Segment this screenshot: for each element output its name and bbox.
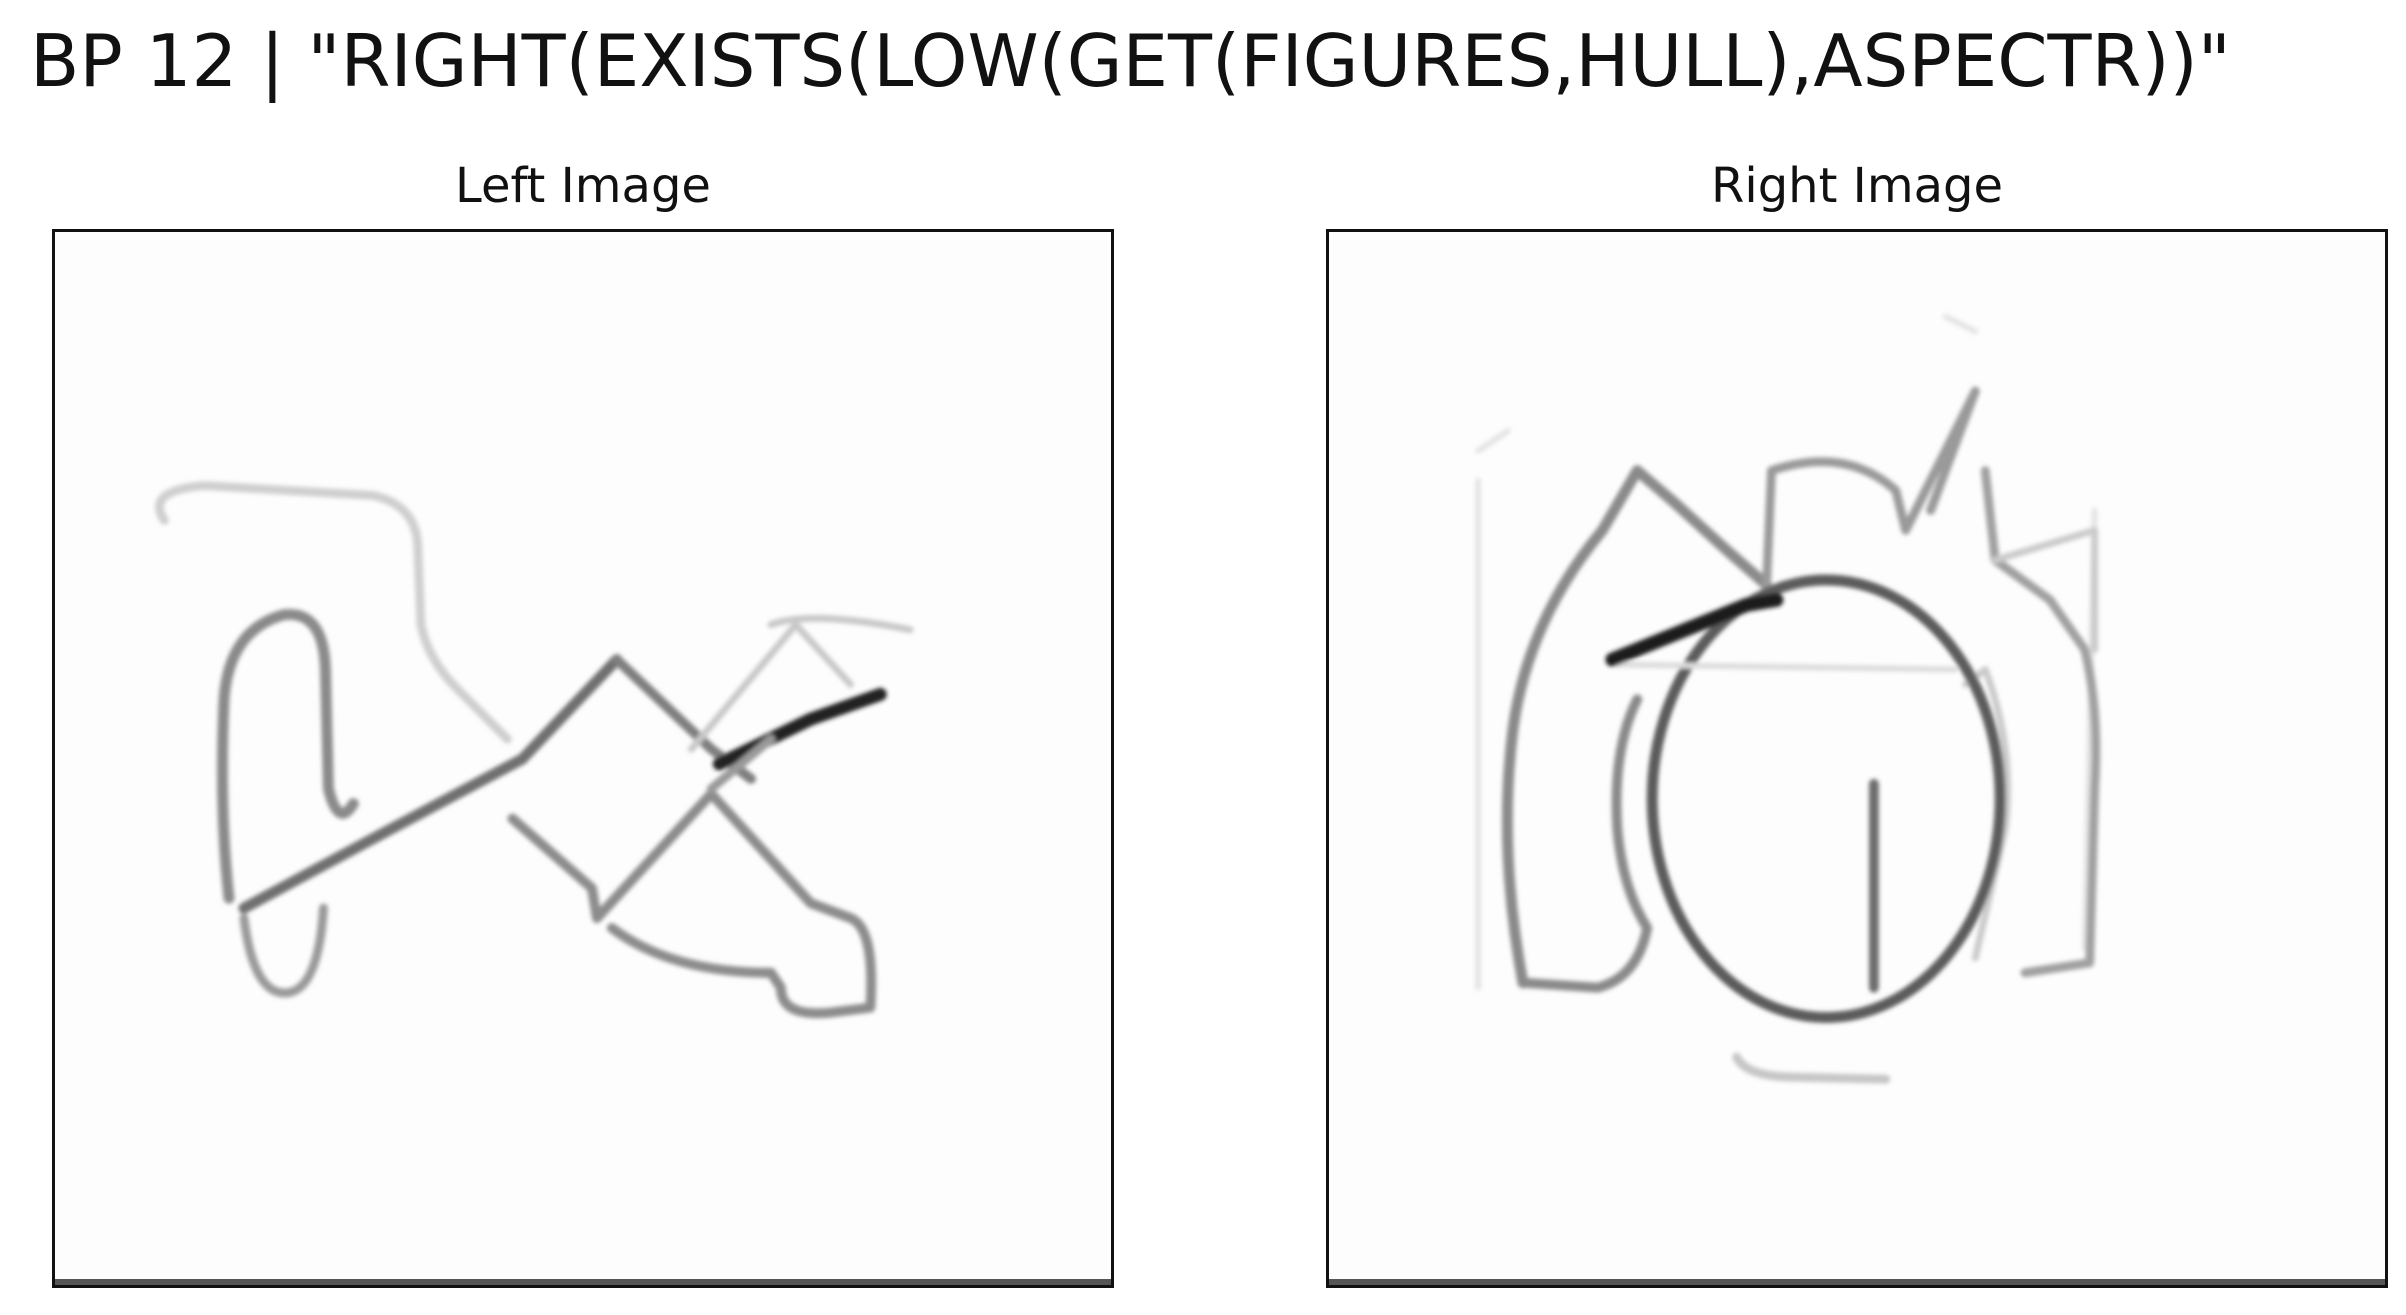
- dark-tip-stroke: [712, 687, 887, 771]
- faint-triangle-stroke: [687, 614, 914, 753]
- left-loop-lower-stroke: [239, 903, 328, 998]
- faint-upper-hook-stroke: [155, 481, 512, 744]
- crown-notch-stroke: [1762, 386, 1980, 590]
- figure-title: BP 12 | "RIGHT(EXISTS(LOW(GET(FIGURES,HU…: [30, 19, 2231, 103]
- left-arch-stroke: [1501, 465, 1772, 989]
- right-arch-inner-stroke: [1961, 526, 2099, 962]
- faint-inner-bar: [1614, 661, 1959, 673]
- left-image-title: Left Image: [455, 158, 711, 214]
- left-arch-base-stroke: [1517, 694, 1653, 993]
- right-sketch-drawing: [1475, 313, 2101, 1084]
- left-loop-stroke: [216, 609, 359, 904]
- left-sketch-drawing: [155, 481, 914, 1019]
- right-arch-stroke: [1980, 466, 2101, 978]
- left-image-panel: [52, 229, 1114, 1288]
- right-panel-bottom-edge: [1329, 1279, 2385, 1285]
- mid-connector-stroke: [706, 734, 776, 794]
- left-panel-bottom-edge: [55, 1279, 1111, 1285]
- long-diagonal-stroke: [238, 654, 623, 914]
- lower-zigzag-stroke: [507, 788, 877, 1019]
- dark-diagonal-stroke: [1605, 592, 1784, 667]
- right-image-title: Right Image: [1711, 158, 2003, 214]
- faint-base-stroke: [1732, 1052, 1891, 1084]
- faint-outer-lines: [1475, 313, 2098, 991]
- right-image-panel: [1326, 229, 2388, 1288]
- central-circle-stroke: [1646, 574, 2006, 1023]
